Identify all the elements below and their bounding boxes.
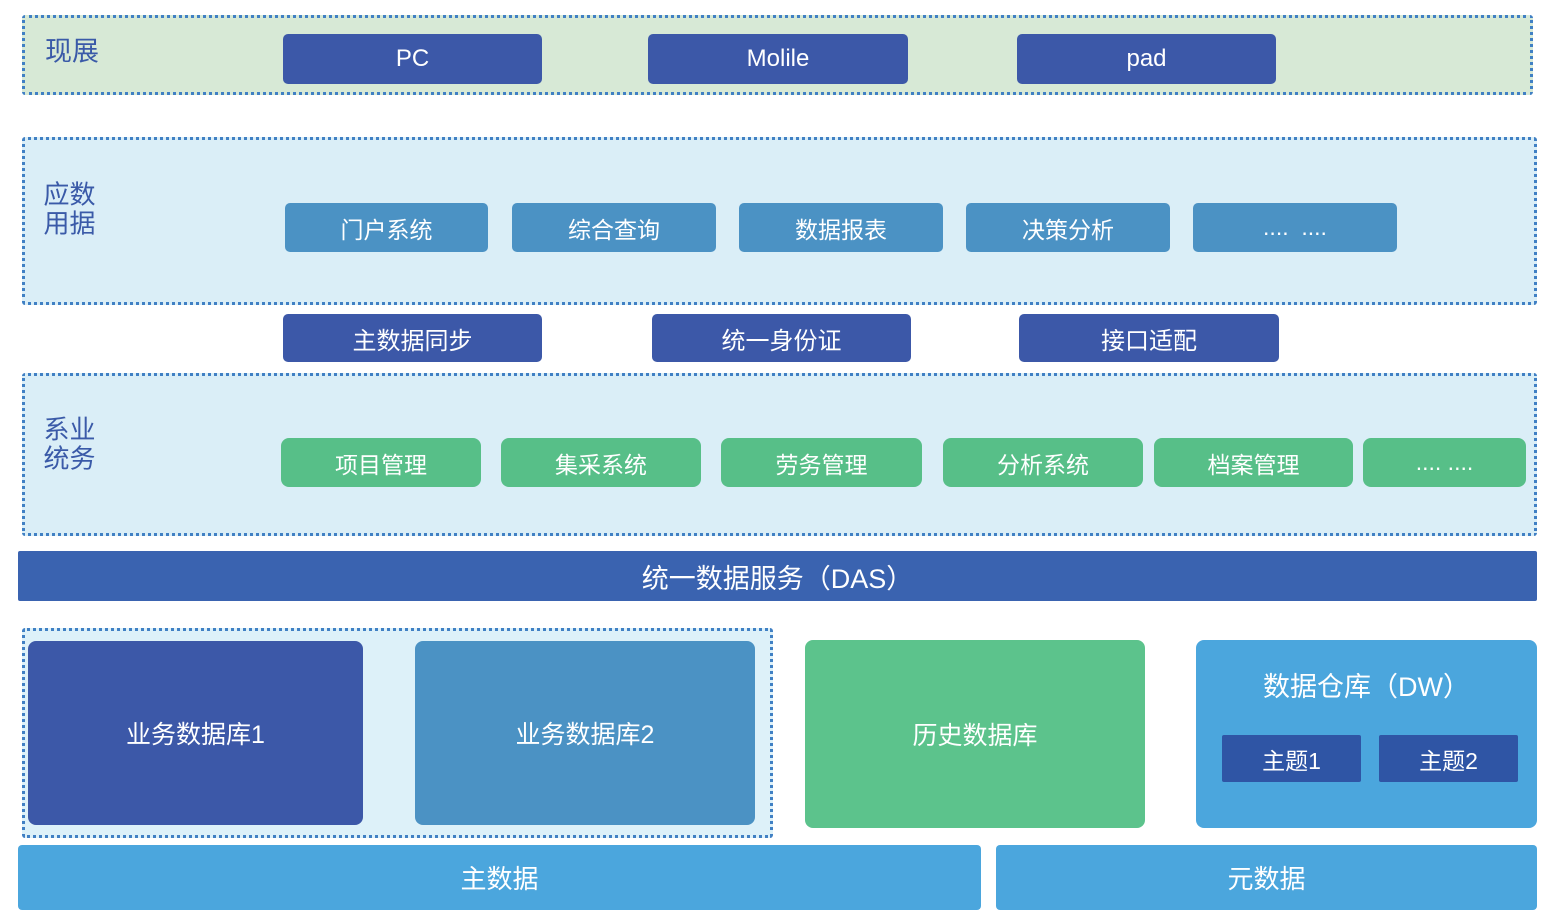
- business-system-section: 业务系统 项目管理 集采系统 劳务管理 分析系统 档案管理 .... ....: [22, 373, 1537, 536]
- presentation-box-pad: pad: [1017, 34, 1276, 84]
- presentation-box-pc: PC: [283, 34, 542, 84]
- business-db-group: 业务数据库1 业务数据库2: [22, 628, 773, 838]
- business-box-project-management: 项目管理: [281, 438, 481, 487]
- app-box-portal-system: 门户系统: [285, 203, 488, 252]
- app-box-ellipsis: .... ....: [1193, 203, 1397, 252]
- middleware-box-unified-identity: 统一身份证: [652, 314, 911, 362]
- warehouse-topic2-box: 主题2: [1379, 735, 1518, 782]
- data-warehouse-title: 数据仓库（DW）: [1263, 672, 1470, 702]
- presentation-box-mobile: Molile: [648, 34, 908, 84]
- unified-data-service-bar: 统一数据服务（DAS）: [18, 551, 1537, 601]
- business-system-label: 业务系统: [40, 415, 96, 474]
- middleware-box-interface-adapter: 接口适配: [1019, 314, 1279, 362]
- app-box-decision-analysis: 决策分析: [966, 203, 1170, 252]
- presentation-layer-section: 展现 PC Molile pad: [22, 15, 1533, 95]
- history-db-box: 历史数据库: [805, 640, 1145, 828]
- app-box-comprehensive-query: 综合查询: [512, 203, 716, 252]
- meta-data-bar: 元数据: [996, 845, 1537, 910]
- presentation-layer-label: 展现: [41, 36, 98, 67]
- business-box-labor-management: 劳务管理: [721, 438, 922, 487]
- business-db1-box: 业务数据库1: [28, 641, 363, 825]
- business-box-analysis-system: 分析系统: [943, 438, 1143, 487]
- data-application-label: 数据应用: [40, 180, 96, 239]
- business-box-archive-management: 档案管理: [1154, 438, 1353, 487]
- middleware-box-master-data-sync: 主数据同步: [283, 314, 542, 362]
- business-box-ellipsis: .... ....: [1363, 438, 1526, 487]
- warehouse-topic1-box: 主题1: [1222, 735, 1361, 782]
- data-warehouse-box: 数据仓库（DW） 主题1 主题2: [1196, 640, 1537, 828]
- data-application-section: 数据应用 门户系统 综合查询 数据报表 决策分析 .... ....: [22, 137, 1537, 305]
- app-box-data-report: 数据报表: [739, 203, 943, 252]
- business-db2-box: 业务数据库2: [415, 641, 755, 825]
- business-box-procurement-system: 集采系统: [501, 438, 701, 487]
- master-data-bar: 主数据: [18, 845, 981, 910]
